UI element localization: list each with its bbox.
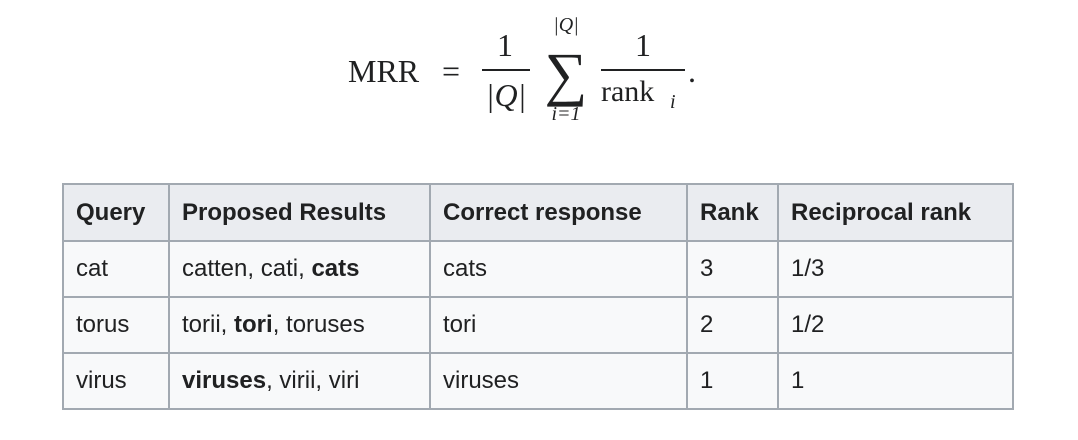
result-item: virii [279, 367, 316, 394]
result-separator: , [247, 255, 261, 282]
cell-reciprocal-rank: 1 [777, 352, 1014, 410]
header-reciprocal-rank: Reciprocal rank [777, 183, 1014, 242]
header-correct-response: Correct response [429, 183, 688, 242]
cell-proposed-results: torii, tori, toruses [168, 296, 431, 354]
result-separator: , [315, 367, 329, 394]
cell-reciprocal-rank: 1/2 [777, 296, 1014, 354]
formula-frac1-denominator: |Q| [486, 77, 527, 113]
table-row: torus torii, tori, toruses tori 2 1/2 [62, 296, 1014, 354]
formula-lhs: MRR [348, 53, 420, 89]
formula-frac1-numerator: 1 [497, 27, 513, 63]
result-separator: , [272, 311, 287, 338]
formula-sum-symbol: ∑ [545, 41, 588, 107]
cell-proposed-results: catten, cati, cats [168, 240, 431, 298]
mrr-formula-svg: MRR = 1 |Q| |Q| ∑ i=1 1 rank i . [348, 14, 696, 125]
cell-query: virus [62, 352, 170, 410]
result-separator: , [298, 255, 312, 282]
results-table-container: Query Proposed Results Correct response … [62, 183, 1014, 410]
cell-proposed-results: viruses, virii, viri [168, 352, 431, 410]
result-item: viri [328, 367, 360, 394]
result-item: toruses [286, 311, 365, 338]
result-item: cati [260, 255, 299, 282]
formula-frac2-denominator-sub: i [670, 91, 676, 113]
result-item-correct: cats [311, 255, 360, 282]
cell-query: cat [62, 240, 170, 298]
table-header-row: Query Proposed Results Correct response … [62, 183, 1014, 242]
result-item-correct: viruses [182, 367, 267, 394]
cell-query: torus [62, 296, 170, 354]
formula-sum-upper: |Q| [553, 14, 578, 36]
cell-rank: 2 [686, 296, 779, 354]
results-table: Query Proposed Results Correct response … [62, 183, 1014, 410]
formula-equals: = [442, 53, 460, 89]
table-row: virus viruses, virii, viri viruses 1 1 [62, 352, 1014, 410]
cell-correct-response: viruses [429, 352, 688, 410]
cell-rank: 3 [686, 240, 779, 298]
header-rank: Rank [686, 183, 779, 242]
formula-frac2-numerator: 1 [635, 27, 651, 63]
header-proposed-results: Proposed Results [168, 183, 431, 242]
header-query: Query [62, 183, 170, 242]
cell-correct-response: cats [429, 240, 688, 298]
cell-correct-response: tori [429, 296, 688, 354]
formula-frac2-denominator-base: rank [601, 75, 654, 108]
result-separator: , [220, 311, 235, 338]
formula-sum-lower: i=1 [551, 103, 580, 125]
result-item: catten [182, 255, 248, 282]
table-row: cat catten, cati, cats cats 3 1/3 [62, 240, 1014, 298]
result-item: torii [182, 311, 221, 338]
cell-reciprocal-rank: 1/3 [777, 240, 1014, 298]
result-item-correct: tori [234, 311, 273, 338]
formula-period: . [688, 53, 696, 89]
cell-rank: 1 [686, 352, 779, 410]
result-separator: , [266, 367, 280, 394]
